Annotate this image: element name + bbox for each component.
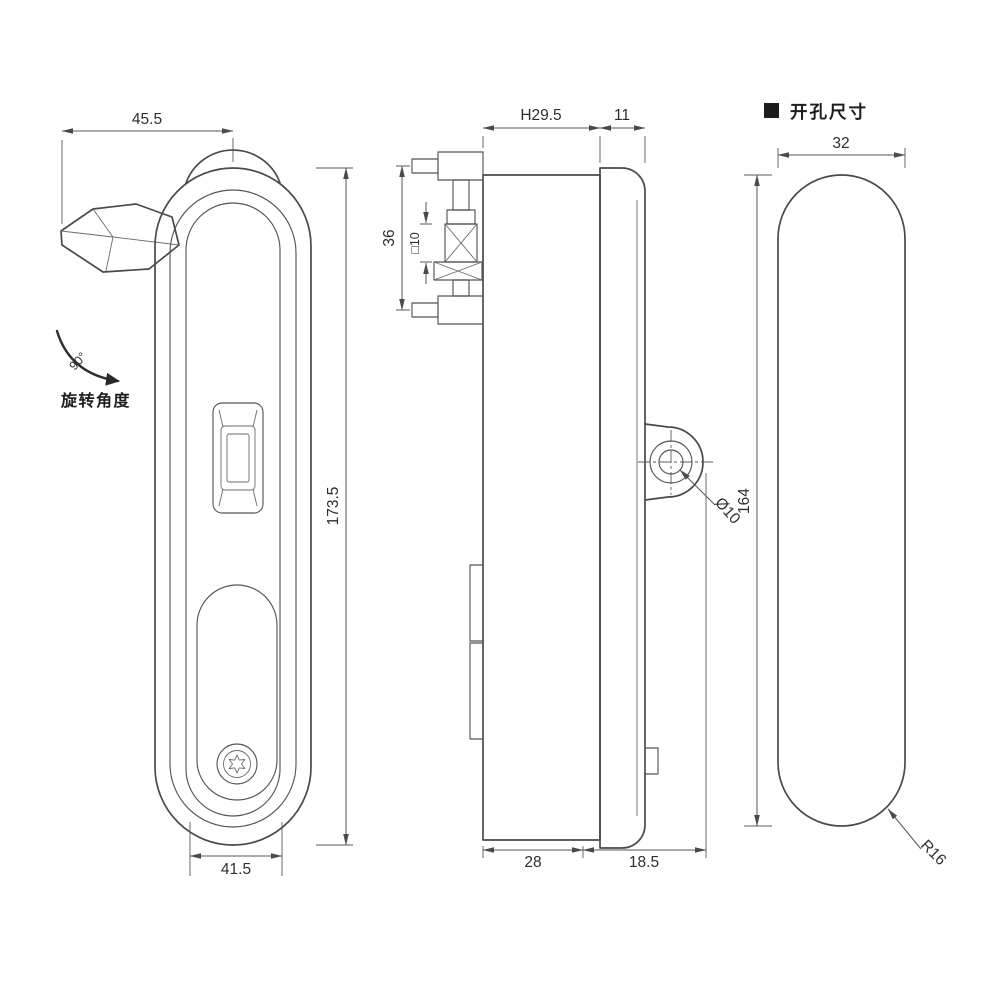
side-body bbox=[482, 174, 601, 841]
dim-handle-ext-lines bbox=[61, 138, 234, 224]
dim-face-label: 11 bbox=[614, 107, 630, 124]
lock-cylinder-inner bbox=[223, 750, 251, 778]
dim-height-label: 173.5 bbox=[325, 487, 342, 526]
dim-hole-leader bbox=[679, 469, 716, 506]
mounting-tab-upper bbox=[469, 564, 484, 642]
dim-bottom-ext-lines bbox=[189, 822, 283, 876]
heading-bullet-icon bbox=[764, 103, 779, 118]
mounting-tab-lower bbox=[469, 642, 484, 740]
cutout-ext-lines bbox=[744, 148, 906, 827]
spindle-square-hatch bbox=[444, 223, 478, 263]
handle-grip bbox=[60, 203, 180, 273]
side-view: H29.5 11 36 □10 Ø10 28 18.5 bbox=[381, 107, 744, 871]
rotation-text-label: 旋转角度 bbox=[60, 391, 131, 410]
spindle-stem-top bbox=[452, 179, 470, 211]
front-dimensions: 45.5 173.5 41.5 bbox=[61, 111, 353, 878]
bottom-notch bbox=[644, 747, 659, 775]
side-faceplate bbox=[599, 167, 646, 849]
lock-cylinder bbox=[216, 743, 258, 785]
push-button-bevels bbox=[218, 409, 258, 507]
latch-cam bbox=[638, 423, 716, 501]
rotation-annotation: 90° 旋转角度 bbox=[55, 329, 131, 410]
cutout-view: 开孔尺寸 32 164 R16 bbox=[736, 102, 949, 869]
push-button-outer bbox=[212, 402, 264, 514]
dim-bottom-ext-lines-side bbox=[482, 473, 707, 858]
dim-latchbottom-label: 18.5 bbox=[629, 854, 659, 871]
dim-radius-label: R16 bbox=[917, 837, 949, 869]
torx-icon bbox=[228, 754, 246, 774]
lock-body-mid bbox=[169, 189, 297, 828]
lock-body-outer bbox=[154, 167, 312, 846]
top-shaft-tip bbox=[411, 158, 439, 174]
spindle-stem-bottom bbox=[452, 279, 470, 297]
push-button-inner bbox=[226, 433, 250, 483]
lock-recess bbox=[196, 584, 278, 801]
latch-centerlines bbox=[638, 430, 716, 495]
lock-faceplate bbox=[185, 202, 281, 817]
bottom-shaft bbox=[411, 295, 484, 325]
spindle-assembly bbox=[433, 179, 483, 297]
handle-grip-creases bbox=[60, 208, 180, 272]
lock-cylinder-outer bbox=[216, 743, 258, 785]
bottom-shaft-tip bbox=[411, 302, 439, 318]
cutout-dimensions: 32 164 R16 bbox=[736, 135, 949, 869]
dim-square-label: □10 bbox=[408, 232, 422, 254]
dim-depth-label: H29.5 bbox=[520, 107, 561, 124]
dim-depth-ext-lines bbox=[482, 136, 646, 163]
push-button bbox=[212, 402, 264, 514]
rotation-arrow-icon bbox=[55, 329, 120, 386]
dim-bottom-width-label: 41.5 bbox=[221, 861, 251, 878]
dim-cutout-width-label: 32 bbox=[832, 135, 849, 152]
dim-cutout-height-label: 164 bbox=[736, 488, 753, 514]
top-shaft bbox=[411, 151, 484, 181]
cutout-shape bbox=[777, 174, 906, 827]
push-button-mid bbox=[220, 425, 256, 491]
spindle-collar bbox=[446, 209, 476, 225]
dim-handle-length-label: 45.5 bbox=[132, 111, 162, 128]
cutout-heading-label: 开孔尺寸 bbox=[790, 102, 868, 122]
top-shaft-body bbox=[437, 151, 484, 181]
side-dimensions: H29.5 11 36 □10 Ø10 28 18.5 bbox=[381, 107, 744, 871]
dim-bodybottom-label: 28 bbox=[524, 854, 541, 871]
cutout-heading: 开孔尺寸 bbox=[764, 102, 868, 122]
spindle-disc-hatch bbox=[433, 261, 483, 281]
front-view: 45.5 173.5 41.5 90° 旋转角度 bbox=[55, 111, 353, 878]
dim-rodspan-label: 36 bbox=[381, 229, 398, 246]
dim-square-ext-lines bbox=[420, 223, 432, 263]
dim-radius-leader bbox=[887, 808, 922, 850]
bottom-shaft-body bbox=[437, 295, 484, 325]
